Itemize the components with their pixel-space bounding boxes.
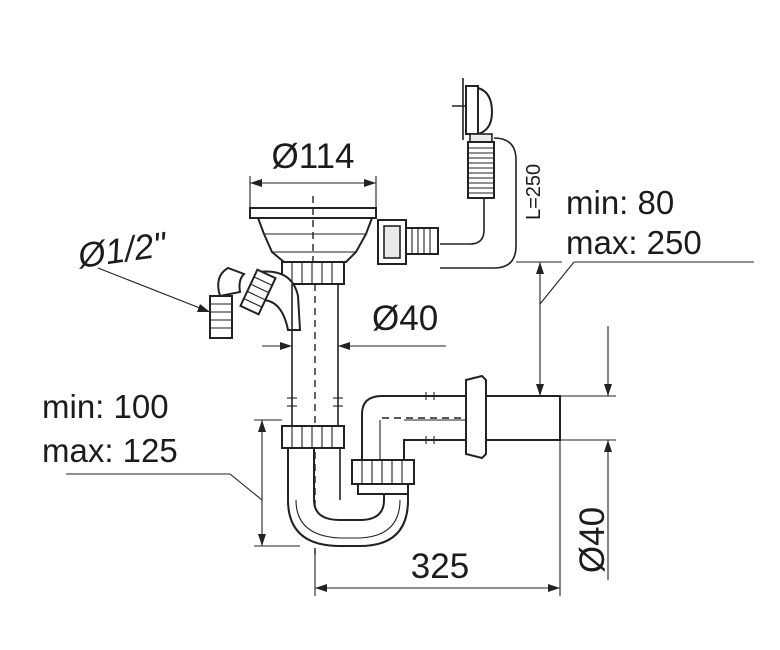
label-outlet-diameter: Ø40: [573, 507, 612, 573]
dim-trap-width: [314, 440, 561, 596]
trap-nut-right: [351, 459, 415, 495]
label-trap-max: max: 125: [42, 432, 178, 469]
outlet-elbow: [361, 392, 471, 461]
u-trap: [287, 447, 409, 547]
dim-inlet-thread: [97, 267, 211, 313]
label-strainer-diameter: Ø114: [271, 137, 354, 176]
dim-overflow-height: [516, 261, 754, 396]
dim-tailpipe-diameter: [262, 342, 446, 350]
label-overflow-min: min: 80: [566, 184, 674, 221]
wall-flange: [465, 374, 561, 460]
trap-nut-left: [281, 425, 345, 449]
side-inlet-connector: [209, 266, 302, 339]
sink-strainer: [249, 196, 377, 263]
strainer-nut: [281, 261, 345, 285]
dim-outlet-diameter: [560, 326, 616, 580]
label-trap-min: min: 100: [42, 388, 169, 425]
label-tailpipe-diameter: Ø40: [372, 299, 438, 338]
label-inlet-thread: Ø1/2": [75, 225, 170, 276]
dim-trap-height: [66, 419, 300, 547]
dim-strainer-diameter: [249, 176, 377, 208]
overflow-hose: [440, 137, 517, 269]
label-trap-width: 325: [411, 547, 469, 586]
overflow-cap: [452, 78, 494, 143]
label-hose-length: L=250: [523, 164, 545, 220]
label-overflow-max: max: 250: [566, 224, 702, 261]
overflow-connector: [377, 219, 439, 265]
